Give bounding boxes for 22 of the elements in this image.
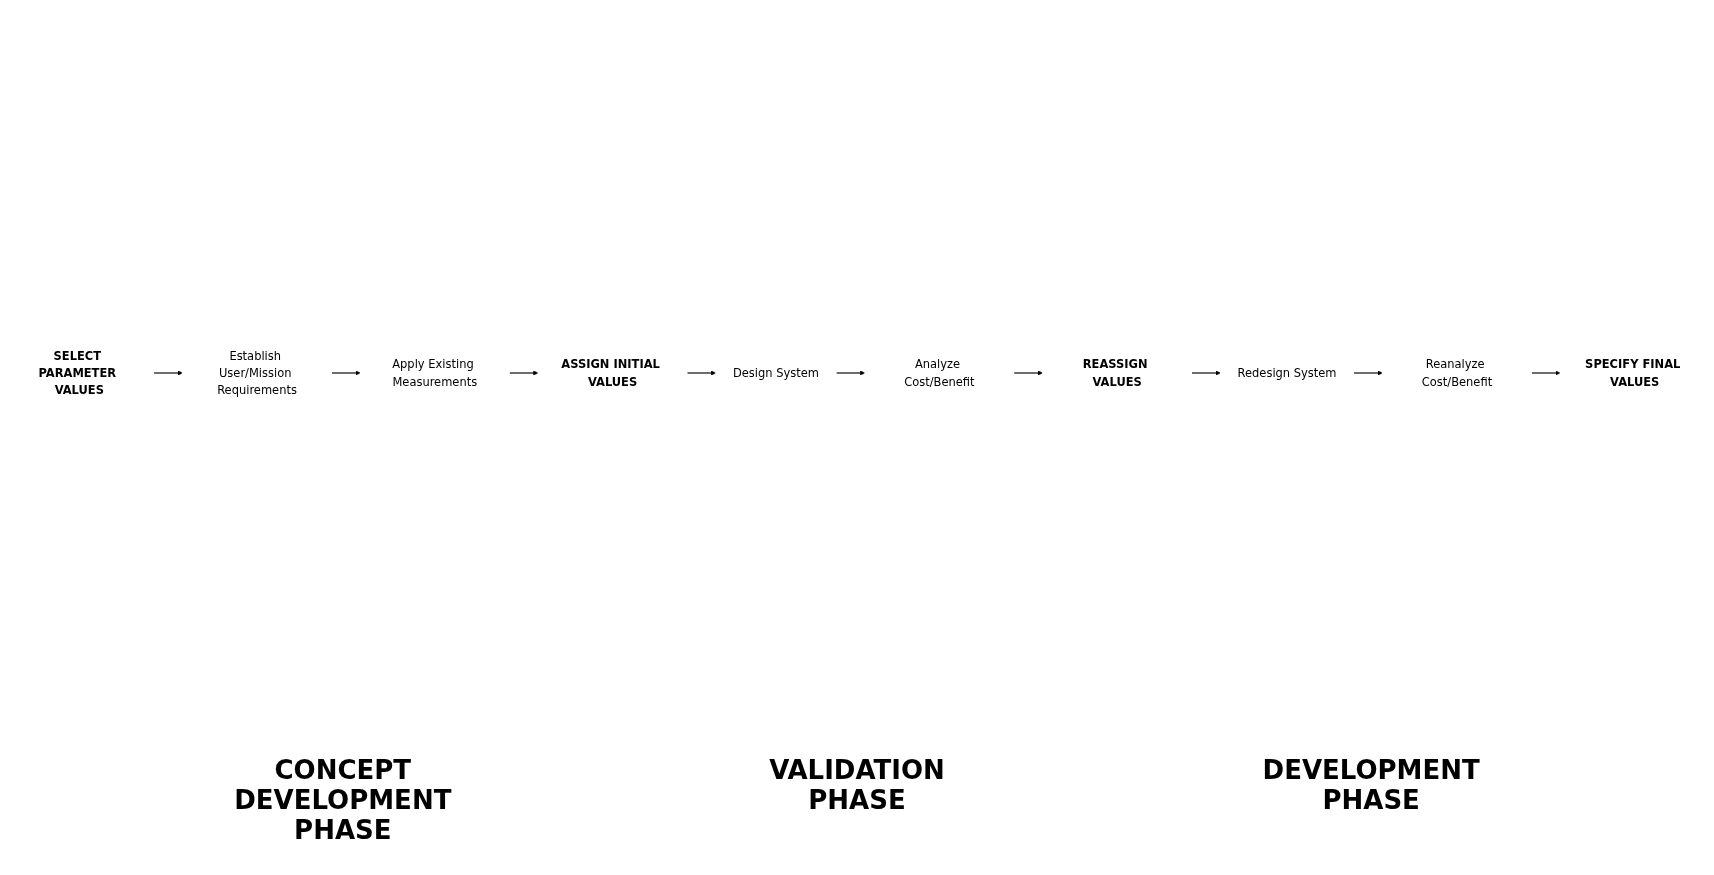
arrow <box>331 369 361 375</box>
phase-label: DEVELOPMENT PHASE <box>1261 755 1481 817</box>
phase-label: CONCEPT DEVELOPMENT PHASE <box>233 755 453 845</box>
arrow <box>835 369 866 375</box>
node-text: SPECIFY FINAL VALUES <box>1585 357 1681 388</box>
arrow <box>1530 369 1561 375</box>
node-text: Analyze Cost/Benefit <box>904 357 975 388</box>
node-text: Design System <box>732 365 819 380</box>
arrow <box>686 369 716 375</box>
node-text: Reanalyze Cost/Benefit <box>1421 357 1493 388</box>
node-text: Redesign System <box>1237 365 1337 380</box>
node-text: REASSIGN VALUES <box>1082 357 1148 388</box>
arrow <box>508 369 539 375</box>
phase-label: VALIDATION PHASE <box>768 755 946 817</box>
arrow <box>153 369 183 375</box>
node-text: SELECT PARAMETER VALUES <box>38 348 117 397</box>
node-text: Apply Existing Measurements <box>392 357 478 388</box>
arrow <box>1191 369 1221 375</box>
node-text: Establish User/Mission Requirements <box>217 348 297 397</box>
node-text: ASSIGN INITIAL VALUES <box>561 357 660 388</box>
arrow <box>1013 369 1043 375</box>
arrow <box>1353 369 1383 375</box>
